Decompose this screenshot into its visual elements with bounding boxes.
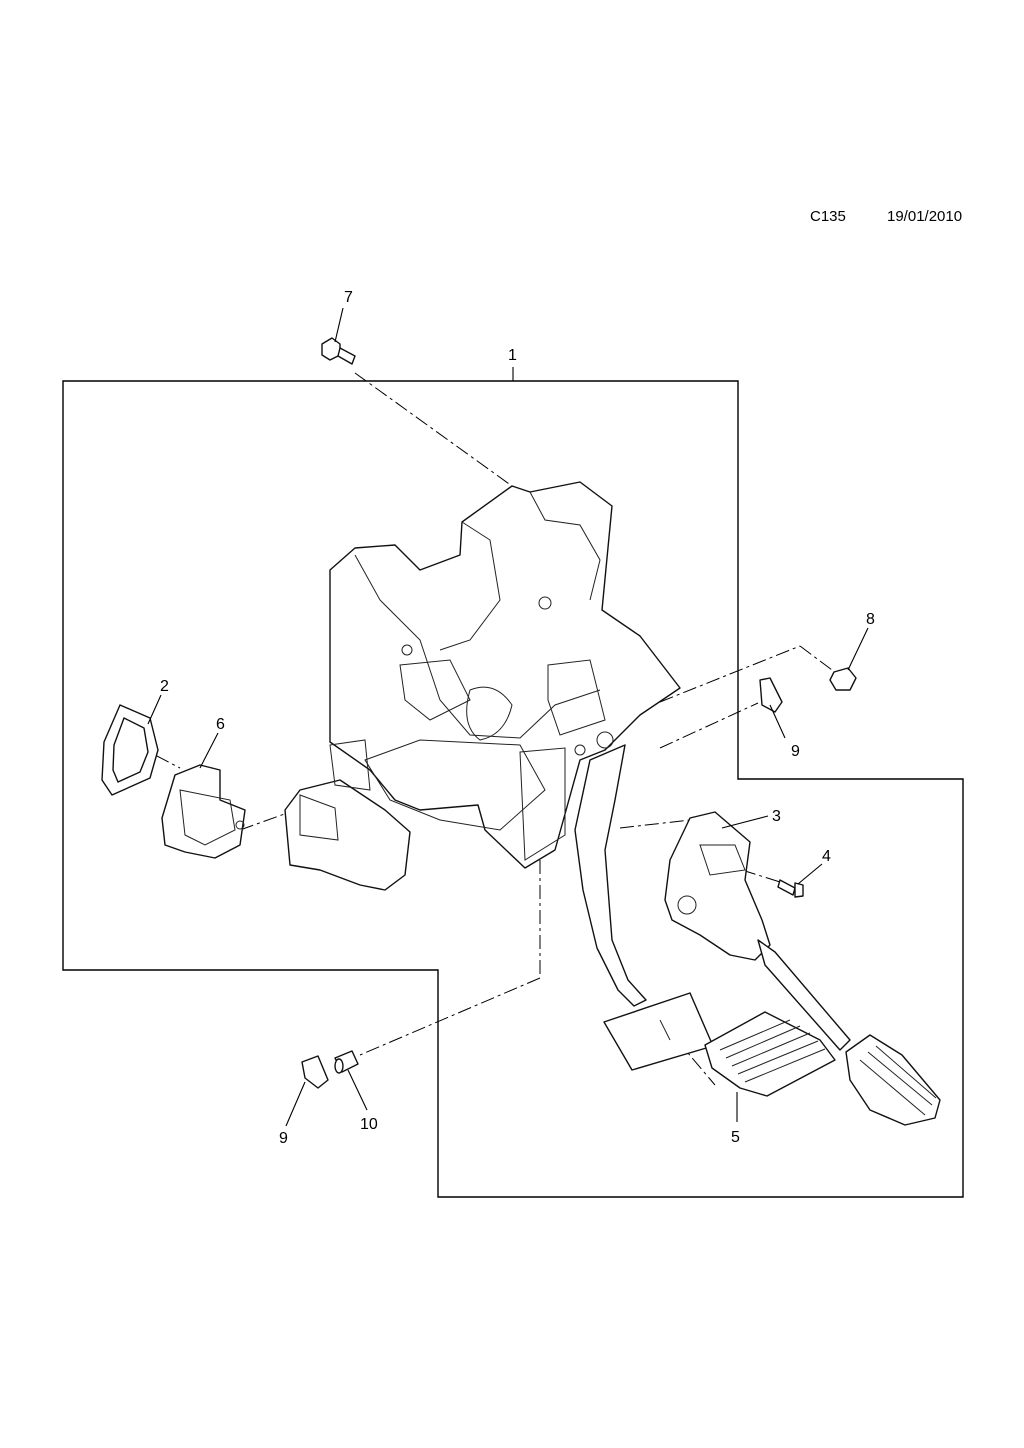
cover-plate [161,764,246,859]
callout-4: 4 [822,848,831,865]
callout-7: 7 [344,289,353,306]
callout-6: 6 [216,716,225,733]
assembly-frame [62,380,964,1198]
callout-9-upper: 9 [791,743,800,760]
alignment-lines [133,372,841,1086]
bolt-4 [777,879,804,898]
bolt-7 [321,337,356,365]
callout-8: 8 [866,611,875,628]
bushing-10 [334,1050,359,1074]
callout-10: 10 [360,1116,378,1133]
actuator-module [284,739,411,891]
callout-2: 2 [160,678,169,695]
callout-1: 1 [508,347,517,364]
clip-9-lower [301,1055,329,1089]
diagram-code: C135 [810,208,846,225]
pedal-sensor [664,811,771,961]
pedal-pad [704,1011,836,1097]
callout-leaders [147,307,869,1127]
callout-3: 3 [772,808,781,825]
clip-9-upper [759,677,783,713]
accelerator-pedal [757,939,941,1126]
seal [101,704,159,796]
diagram-date: 19/01/2010 [887,208,963,225]
nut-8 [829,667,857,691]
callout-5: 5 [731,1129,740,1146]
pedal-bracket [329,481,681,869]
callout-9-lower: 9 [279,1130,288,1147]
